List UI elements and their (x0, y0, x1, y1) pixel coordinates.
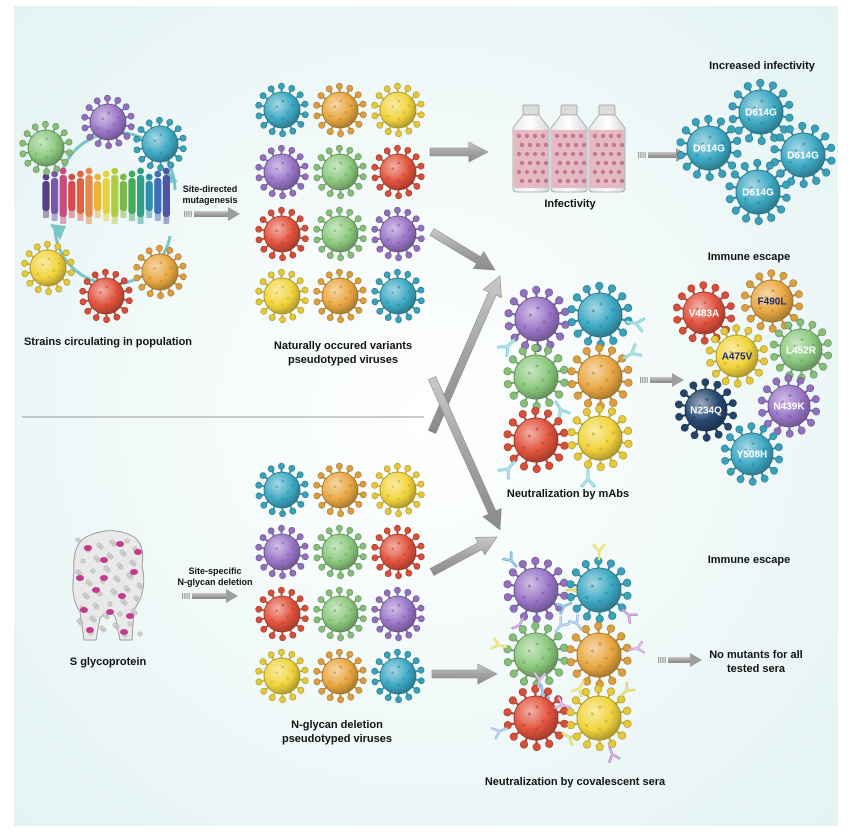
strains-label: Strains circulating in population (18, 336, 198, 350)
glycan-icon (106, 609, 114, 615)
mutation-label: F490L (758, 297, 787, 308)
natural-variants-label: Naturally occured variants pseudotyped v… (248, 340, 438, 368)
mutation-label: Y508H (737, 450, 768, 461)
glycan-icon (84, 545, 92, 551)
mutation-label: V483A (689, 309, 720, 320)
mutation-label: D614G (745, 108, 777, 119)
glycan-icon (118, 593, 126, 599)
glycan-icon (134, 549, 142, 555)
no-mutants-label: No mutants for all tested sera (696, 649, 816, 677)
s-glycoprotein-label: S glycoprotein (48, 656, 168, 670)
mutation-label: N234Q (690, 406, 722, 417)
nglycan-variants-label: N-glycan deletion pseudotyped viruses (262, 719, 412, 747)
glycan-icon (86, 627, 94, 633)
glycan-icon (126, 613, 134, 619)
mutation-label: A475V (722, 352, 753, 363)
site-specific-label: Site-specific N-glycan deletion (168, 566, 262, 589)
mutation-label: L452R (786, 346, 817, 357)
site-directed-label: Site-directed mutagenesis (170, 184, 250, 207)
immune-escape-top-label: Immune escape (694, 251, 804, 265)
glycan-icon (130, 569, 138, 575)
glycan-icon (92, 587, 100, 593)
mutation-label: D614G (693, 144, 725, 155)
immune-escape-bottom-label: Immune escape (694, 554, 804, 568)
glycan-icon (116, 541, 124, 547)
infectivity-label: Infectivity (520, 198, 620, 212)
neutralization-sera-label: Neutralization by covalescent sera (460, 776, 690, 790)
mutation-label: D614G (787, 151, 819, 162)
mutation-label: N439K (773, 402, 805, 413)
glycan-icon (120, 629, 128, 635)
glycan-icon (100, 557, 108, 563)
mutation-label: D614G (742, 188, 774, 199)
glycan-icon (80, 607, 88, 613)
increased-infectivity-label: Increased infectivity (692, 60, 832, 74)
glycan-icon (100, 575, 108, 581)
neutralization-mabs-label: Neutralization by mAbs (488, 488, 648, 502)
glycan-icon (76, 575, 84, 581)
